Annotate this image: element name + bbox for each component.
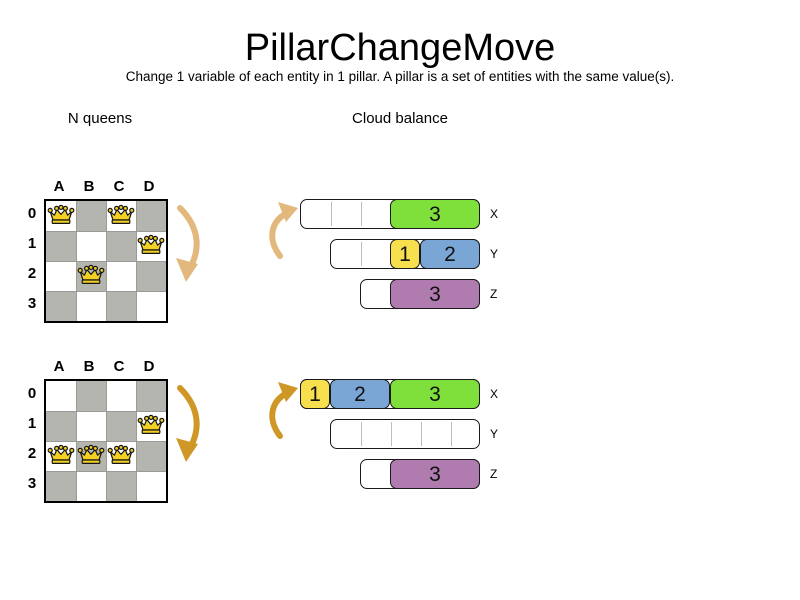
board-column-label-d: D	[143, 358, 155, 375]
cloud-process-block-2[interactable]: 2	[330, 379, 390, 409]
section-label-cloud-balance: Cloud balance	[352, 110, 448, 127]
board-cell-C3[interactable]	[106, 291, 136, 321]
board-move-arrow-bottom	[170, 380, 214, 470]
board-cell-A1[interactable]	[46, 231, 76, 261]
board-cell-D2[interactable]	[136, 261, 166, 291]
board-row-label-3: 3	[27, 295, 37, 312]
cloud-process-block-2[interactable]: 2	[420, 239, 480, 269]
cloud-bar-unit-divider	[421, 422, 422, 446]
cloud-bar-unit-divider	[361, 242, 362, 266]
board-column-label-c: C	[113, 358, 125, 375]
board-cell-B3[interactable]	[76, 471, 106, 501]
board-row-label-1: 1	[27, 415, 37, 432]
cloud-bar-unit-divider	[451, 422, 452, 446]
cloud-bar-label-x: X	[490, 207, 499, 221]
board-column-label-b: B	[83, 178, 95, 195]
cloud-process-block-3[interactable]: 3	[390, 199, 480, 229]
board-column-label-a: A	[53, 178, 65, 195]
cloud-process-block-3[interactable]: 3	[390, 279, 480, 309]
board-move-arrow-top	[170, 200, 214, 290]
board-column-label-a: A	[53, 358, 65, 375]
cloud-bar-unit-divider	[391, 422, 392, 446]
board-row-label-1: 1	[27, 235, 37, 252]
board-cell-C2[interactable]	[106, 261, 136, 291]
board-gridline	[136, 381, 137, 501]
board-row-label-2: 2	[27, 445, 37, 462]
board-cell-D2[interactable]	[136, 441, 166, 471]
board-cell-D0[interactable]	[136, 381, 166, 411]
chess-board	[44, 379, 168, 503]
cloud-bar-label-z: Z	[490, 467, 498, 481]
cloud-computer-bar-y[interactable]: Y	[330, 419, 498, 449]
board-cell-C1[interactable]	[106, 231, 136, 261]
board-cell-A1[interactable]	[46, 411, 76, 441]
cloud-bar-label-x: X	[490, 387, 499, 401]
page-title: PillarChangeMove	[244, 27, 556, 69]
cloud-bar-label-z: Z	[490, 287, 498, 301]
cloud-bar-label-y: Y	[490, 247, 499, 261]
board-column-label-c: C	[113, 178, 125, 195]
board-row-label-0: 0	[27, 205, 37, 222]
cloud-process-block-1[interactable]: 1	[390, 239, 420, 269]
board-cell-A3[interactable]	[46, 291, 76, 321]
board-cell-C0[interactable]	[106, 381, 136, 411]
board-row-label-0: 0	[27, 385, 37, 402]
board-gridline	[46, 261, 166, 262]
board-column-label-d: D	[143, 178, 155, 195]
cloud-move-arrow-top	[268, 200, 308, 262]
board-column-label-b: B	[83, 358, 95, 375]
board-gridline	[46, 471, 166, 472]
cloud-bar-unit-divider	[361, 202, 362, 226]
cloud-process-block-3[interactable]: 3	[390, 379, 480, 409]
board-gridline	[46, 291, 166, 292]
board-cell-D3[interactable]	[136, 291, 166, 321]
cloud-process-block-3[interactable]: 3	[390, 459, 480, 489]
board-cell-D0[interactable]	[136, 201, 166, 231]
board-gridline	[46, 441, 166, 442]
cloud-bar-unit-divider	[331, 202, 332, 226]
board-cell-B1[interactable]	[76, 231, 106, 261]
n-queens-board-after: A B C D 0 1 2 3	[0, 355, 230, 515]
board-row-label-3: 3	[27, 475, 37, 492]
cloud-process-block-1[interactable]: 1	[300, 379, 330, 409]
board-cell-B1[interactable]	[76, 411, 106, 441]
cloud-move-arrow-bottom	[268, 380, 308, 442]
board-cell-D3[interactable]	[136, 471, 166, 501]
cloud-bar-label-y: Y	[490, 427, 499, 441]
board-cell-A3[interactable]	[46, 471, 76, 501]
cloud-bar-track	[330, 419, 480, 449]
board-cell-A2[interactable]	[46, 261, 76, 291]
board-cell-A0[interactable]	[46, 381, 76, 411]
page-subtitle: Change 1 variable of each entity in 1 pi…	[125, 69, 675, 84]
board-cell-B0[interactable]	[76, 381, 106, 411]
cloud-bar-unit-divider	[361, 422, 362, 446]
board-gridline	[136, 201, 137, 321]
board-cell-B0[interactable]	[76, 201, 106, 231]
board-row-label-2: 2	[27, 265, 37, 282]
board-cell-B3[interactable]	[76, 291, 106, 321]
section-label-n-queens: N queens	[67, 110, 133, 127]
board-cell-C3[interactable]	[106, 471, 136, 501]
board-cell-C1[interactable]	[106, 411, 136, 441]
